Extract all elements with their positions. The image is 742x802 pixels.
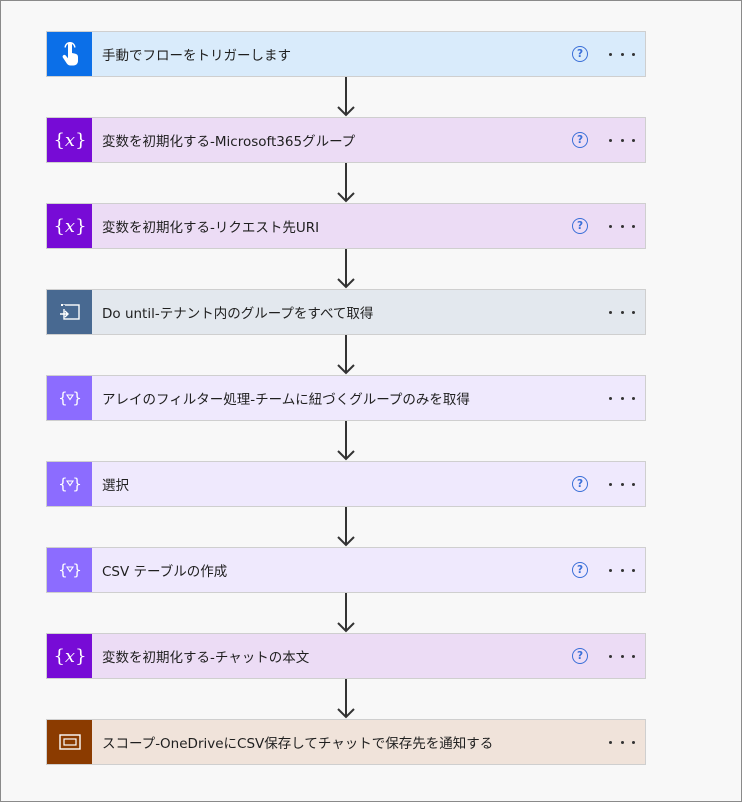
filter-icon: { } <box>47 376 92 420</box>
step-title: 変数を初期化する-リクエスト先URI <box>102 220 320 236</box>
flow-connector-arrow[interactable] <box>46 163 646 203</box>
flow-connector-arrow[interactable] <box>46 679 646 719</box>
svg-text:{𝑥}: {𝑥} <box>54 216 86 237</box>
step-card-init-variable-request-uri[interactable]: {𝑥} 変数を初期化する-リクエスト先URI ? <box>46 203 646 249</box>
step-card-select[interactable]: { } 選択 ? <box>46 461 646 507</box>
svg-text:{ }: { } <box>58 475 82 493</box>
svg-text:{𝑥}: {𝑥} <box>54 130 86 151</box>
more-options-icon[interactable] <box>609 389 635 407</box>
step-title: 変数を初期化する-Microsoft365グループ <box>102 134 356 150</box>
touch-hand-icon <box>47 32 92 76</box>
variable-icon: {𝑥} <box>47 634 92 678</box>
flow-step-list: 手動でフローをトリガーします ? {𝑥} 変数を初期化する-Microsoft3… <box>46 31 646 765</box>
more-options-icon[interactable] <box>609 561 635 579</box>
step-title: 手動でフローをトリガーします <box>102 48 291 64</box>
step-card-filter-array[interactable]: { } アレイのフィルター処理-チームに紐づくグループのみを取得 <box>46 375 646 421</box>
filter-icon: { } <box>47 462 92 506</box>
step-title: スコープ-OneDriveにCSV保存してチャットで保存先を通知する <box>102 736 494 752</box>
step-card-init-variable-chat-body[interactable]: {𝑥} 変数を初期化する-チャットの本文 ? <box>46 633 646 679</box>
more-options-icon[interactable] <box>609 647 635 665</box>
step-title: アレイのフィルター処理-チームに紐づくグループのみを取得 <box>102 392 470 408</box>
scope-icon <box>47 720 92 764</box>
flow-connector-arrow[interactable] <box>46 249 646 289</box>
flow-connector-arrow[interactable] <box>46 421 646 461</box>
help-icon[interactable]: ? <box>572 648 588 664</box>
flow-connector-arrow[interactable] <box>46 77 646 117</box>
more-options-icon[interactable] <box>609 217 635 235</box>
more-options-icon[interactable] <box>609 303 635 321</box>
more-options-icon[interactable] <box>609 45 635 63</box>
svg-text:{ }: { } <box>58 389 82 407</box>
help-icon[interactable]: ? <box>572 46 588 62</box>
svg-text:{ }: { } <box>58 561 82 579</box>
loop-icon <box>47 290 92 334</box>
step-card-trigger[interactable]: 手動でフローをトリガーします ? <box>46 31 646 77</box>
variable-icon: {𝑥} <box>47 118 92 162</box>
more-options-icon[interactable] <box>609 733 635 751</box>
step-title: Do until-テナント内のグループをすべて取得 <box>102 306 374 322</box>
flow-connector-arrow[interactable] <box>46 593 646 633</box>
flow-connector-arrow[interactable] <box>46 507 646 547</box>
filter-icon: { } <box>47 548 92 592</box>
step-card-do-until[interactable]: Do until-テナント内のグループをすべて取得 <box>46 289 646 335</box>
step-card-create-csv-table[interactable]: { } CSV テーブルの作成 ? <box>46 547 646 593</box>
more-options-icon[interactable] <box>609 131 635 149</box>
step-title: 変数を初期化する-チャットの本文 <box>102 650 310 666</box>
help-icon[interactable]: ? <box>572 218 588 234</box>
svg-text:{𝑥}: {𝑥} <box>54 646 86 667</box>
help-icon[interactable]: ? <box>572 562 588 578</box>
step-title: 選択 <box>102 478 129 494</box>
flow-connector-arrow[interactable] <box>46 335 646 375</box>
help-icon[interactable]: ? <box>572 132 588 148</box>
step-card-scope[interactable]: スコープ-OneDriveにCSV保存してチャットで保存先を通知する <box>46 719 646 765</box>
help-icon[interactable]: ? <box>572 476 588 492</box>
step-title: CSV テーブルの作成 <box>102 564 228 580</box>
more-options-icon[interactable] <box>609 475 635 493</box>
step-card-init-variable-m365-group[interactable]: {𝑥} 変数を初期化する-Microsoft365グループ ? <box>46 117 646 163</box>
variable-icon: {𝑥} <box>47 204 92 248</box>
